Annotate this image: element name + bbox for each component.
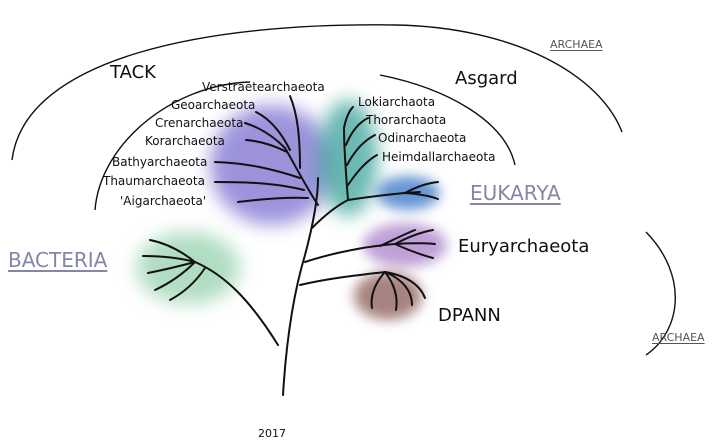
tack-member-label: Korarchaeota: [145, 135, 225, 147]
tack-member-label: Bathyarchaeota: [112, 156, 207, 168]
archaea-right-label: ARCHAEA: [652, 332, 705, 343]
year-label: 2017: [258, 428, 286, 439]
tack-member-label: Geoarchaeota: [171, 99, 255, 111]
asgard-title: Asgard: [455, 70, 518, 88]
dpann-highlight: [354, 272, 422, 320]
bacteria-domain-label: BACTERIA: [8, 250, 107, 270]
tack-member-label: 'Aigarchaeota': [120, 195, 206, 207]
dpann-label: DPANN: [438, 307, 501, 325]
euryarchaeota-label: Euryarchaeota: [458, 238, 589, 256]
asgard-member-label: Lokiarchaota: [358, 96, 435, 108]
asgard-member-label: Heimdallarchaeota: [382, 151, 495, 163]
archaea-top-label: ARCHAEA: [550, 39, 603, 50]
eury-leaf: [395, 243, 435, 244]
asgard-member-label: Odinarchaeota: [378, 132, 466, 144]
asgard-member-label: Thorarchaota: [366, 114, 446, 126]
tack-member-label: Thaumarchaeota: [103, 175, 205, 187]
tack-member-label: Verstraetearchaeota: [202, 81, 325, 93]
euryarchaeota-highlight: [363, 223, 447, 267]
tack-member-label: Crenarchaeota: [155, 117, 243, 129]
eukarya-domain-label: EUKARYA: [470, 183, 561, 203]
tack-title: TACK: [110, 64, 156, 82]
